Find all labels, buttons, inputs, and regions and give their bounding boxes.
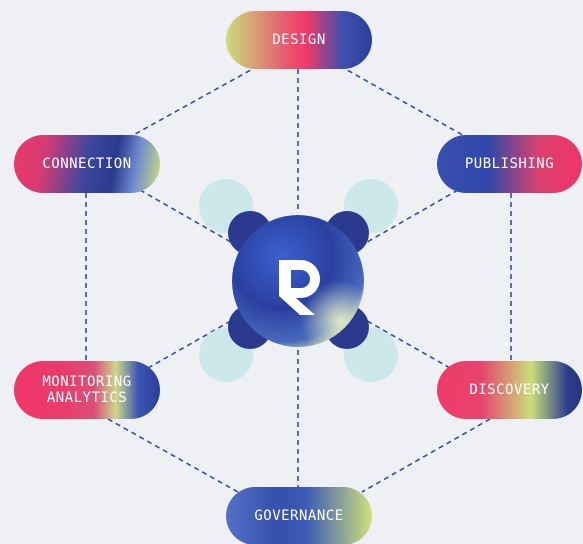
connector-design-connection	[127, 65, 259, 139]
spoke-monitoring	[147, 317, 237, 369]
node-publishing-label: PUBLISHING	[464, 156, 555, 172]
connector-monitoring-governance	[107, 418, 239, 493]
node-design-label: DESIGN	[272, 32, 326, 48]
node-governance-label: GOVERNANCE	[254, 508, 344, 524]
node-analytics-label: ANALYTICS	[46, 390, 128, 406]
spoke-discovery	[361, 317, 451, 369]
node-governance[interactable]: GOVERNANCE	[226, 487, 372, 544]
connector-discovery-governance	[361, 418, 491, 493]
connector-design-publishing	[339, 65, 469, 139]
node-connection-label: CONNECTION	[42, 156, 132, 172]
r-logo-icon	[279, 260, 320, 315]
node-discovery[interactable]: DISCOVERY	[437, 361, 582, 419]
node-publishing[interactable]: PUBLISHING	[437, 135, 582, 193]
node-design[interactable]: DESIGN	[226, 11, 372, 69]
node-monitoring-analytics[interactable]: MONITORING ANALYTICS	[14, 361, 160, 419]
spoke-publishing	[361, 189, 459, 246]
spoke-connection	[139, 189, 237, 246]
node-monitoring-label: MONITORING	[42, 374, 132, 390]
node-discovery-label: DISCOVERY	[469, 382, 550, 398]
center-logo[interactable]	[229, 212, 367, 350]
node-connection[interactable]: CONNECTION	[14, 135, 160, 193]
